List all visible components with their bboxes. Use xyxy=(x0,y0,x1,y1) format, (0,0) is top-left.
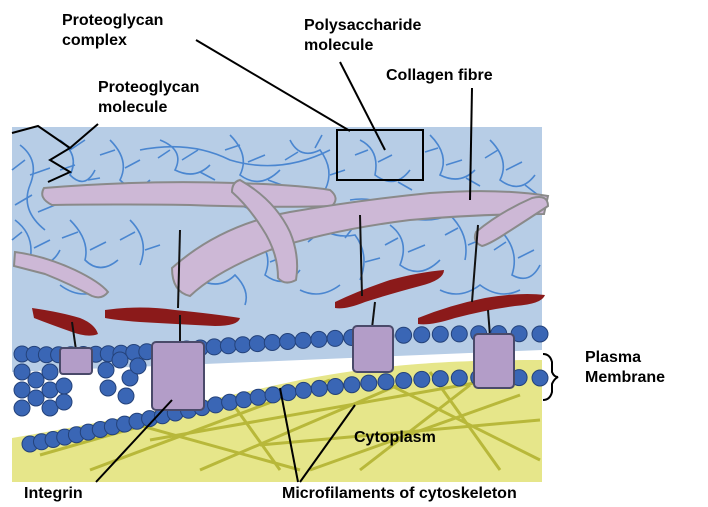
phospholipid-head xyxy=(118,388,134,404)
label-polysaccharide-molecule: Polysaccharide molecule xyxy=(304,16,421,56)
phospholipid-head xyxy=(414,327,430,343)
phospholipid-head xyxy=(396,373,412,389)
phospholipid-head xyxy=(222,394,238,410)
phospholipid-head xyxy=(296,382,312,398)
phospholipid-head xyxy=(206,339,222,355)
phospholipid-head xyxy=(42,382,58,398)
phospholipid-head xyxy=(100,380,116,396)
phospholipid-head xyxy=(280,334,296,350)
phospholipid-head xyxy=(414,371,430,387)
phospholipid-head xyxy=(14,364,30,380)
phospholipid-head xyxy=(532,370,548,386)
phospholipid-head xyxy=(311,331,327,347)
label-proteoglycan-complex: Proteoglycan complex xyxy=(62,11,163,51)
phospholipid-head xyxy=(327,330,343,346)
phospholipid-head xyxy=(235,337,251,353)
phospholipid-head xyxy=(451,370,467,386)
phospholipid-head xyxy=(112,352,128,368)
phospholipid-head xyxy=(432,371,448,387)
phospholipid-head xyxy=(361,375,377,391)
phospholipid-head xyxy=(451,326,467,342)
phospholipid-head xyxy=(249,336,265,352)
phospholipid-head xyxy=(432,326,448,342)
phospholipid-head xyxy=(208,397,224,413)
phospholipid-head xyxy=(98,362,114,378)
phospholipid-head xyxy=(264,335,280,351)
phospholipid-head xyxy=(220,338,236,354)
phospholipid-head xyxy=(28,390,44,406)
label-collagen-fibre: Collagen fibre xyxy=(386,66,493,86)
collagen-fibre xyxy=(42,182,335,207)
integrin-protein xyxy=(60,348,92,374)
label-microfilaments: Microfilaments of cytoskeleton xyxy=(282,484,517,504)
phospholipid-head xyxy=(378,374,394,390)
phospholipid-head xyxy=(250,389,266,405)
phospholipid-head xyxy=(56,394,72,410)
phospholipid-head xyxy=(236,392,252,408)
phospholipid-head xyxy=(56,378,72,394)
integrin-protein xyxy=(474,334,514,388)
label-plasma-membrane: Plasma Membrane xyxy=(585,348,665,388)
phospholipid-head xyxy=(344,377,360,393)
integrin-protein xyxy=(353,326,393,372)
phospholipid-head xyxy=(532,326,548,342)
phospholipid-head xyxy=(14,382,30,398)
label-integrin: Integrin xyxy=(24,484,83,504)
phospholipid-head xyxy=(130,358,146,374)
phospholipid-head xyxy=(311,380,327,396)
label-proteoglycan-molecule: Proteoglycan molecule xyxy=(98,78,199,118)
phospholipid-head xyxy=(14,400,30,416)
phospholipid-head xyxy=(28,372,44,388)
phospholipid-head xyxy=(265,387,281,403)
phospholipid-head xyxy=(42,364,58,380)
label-cytoplasm: Cytoplasm xyxy=(354,428,436,448)
phospholipid-head xyxy=(295,332,311,348)
integrin-protein xyxy=(152,342,204,410)
phospholipid-head xyxy=(396,327,412,343)
phospholipid-head xyxy=(327,379,343,395)
